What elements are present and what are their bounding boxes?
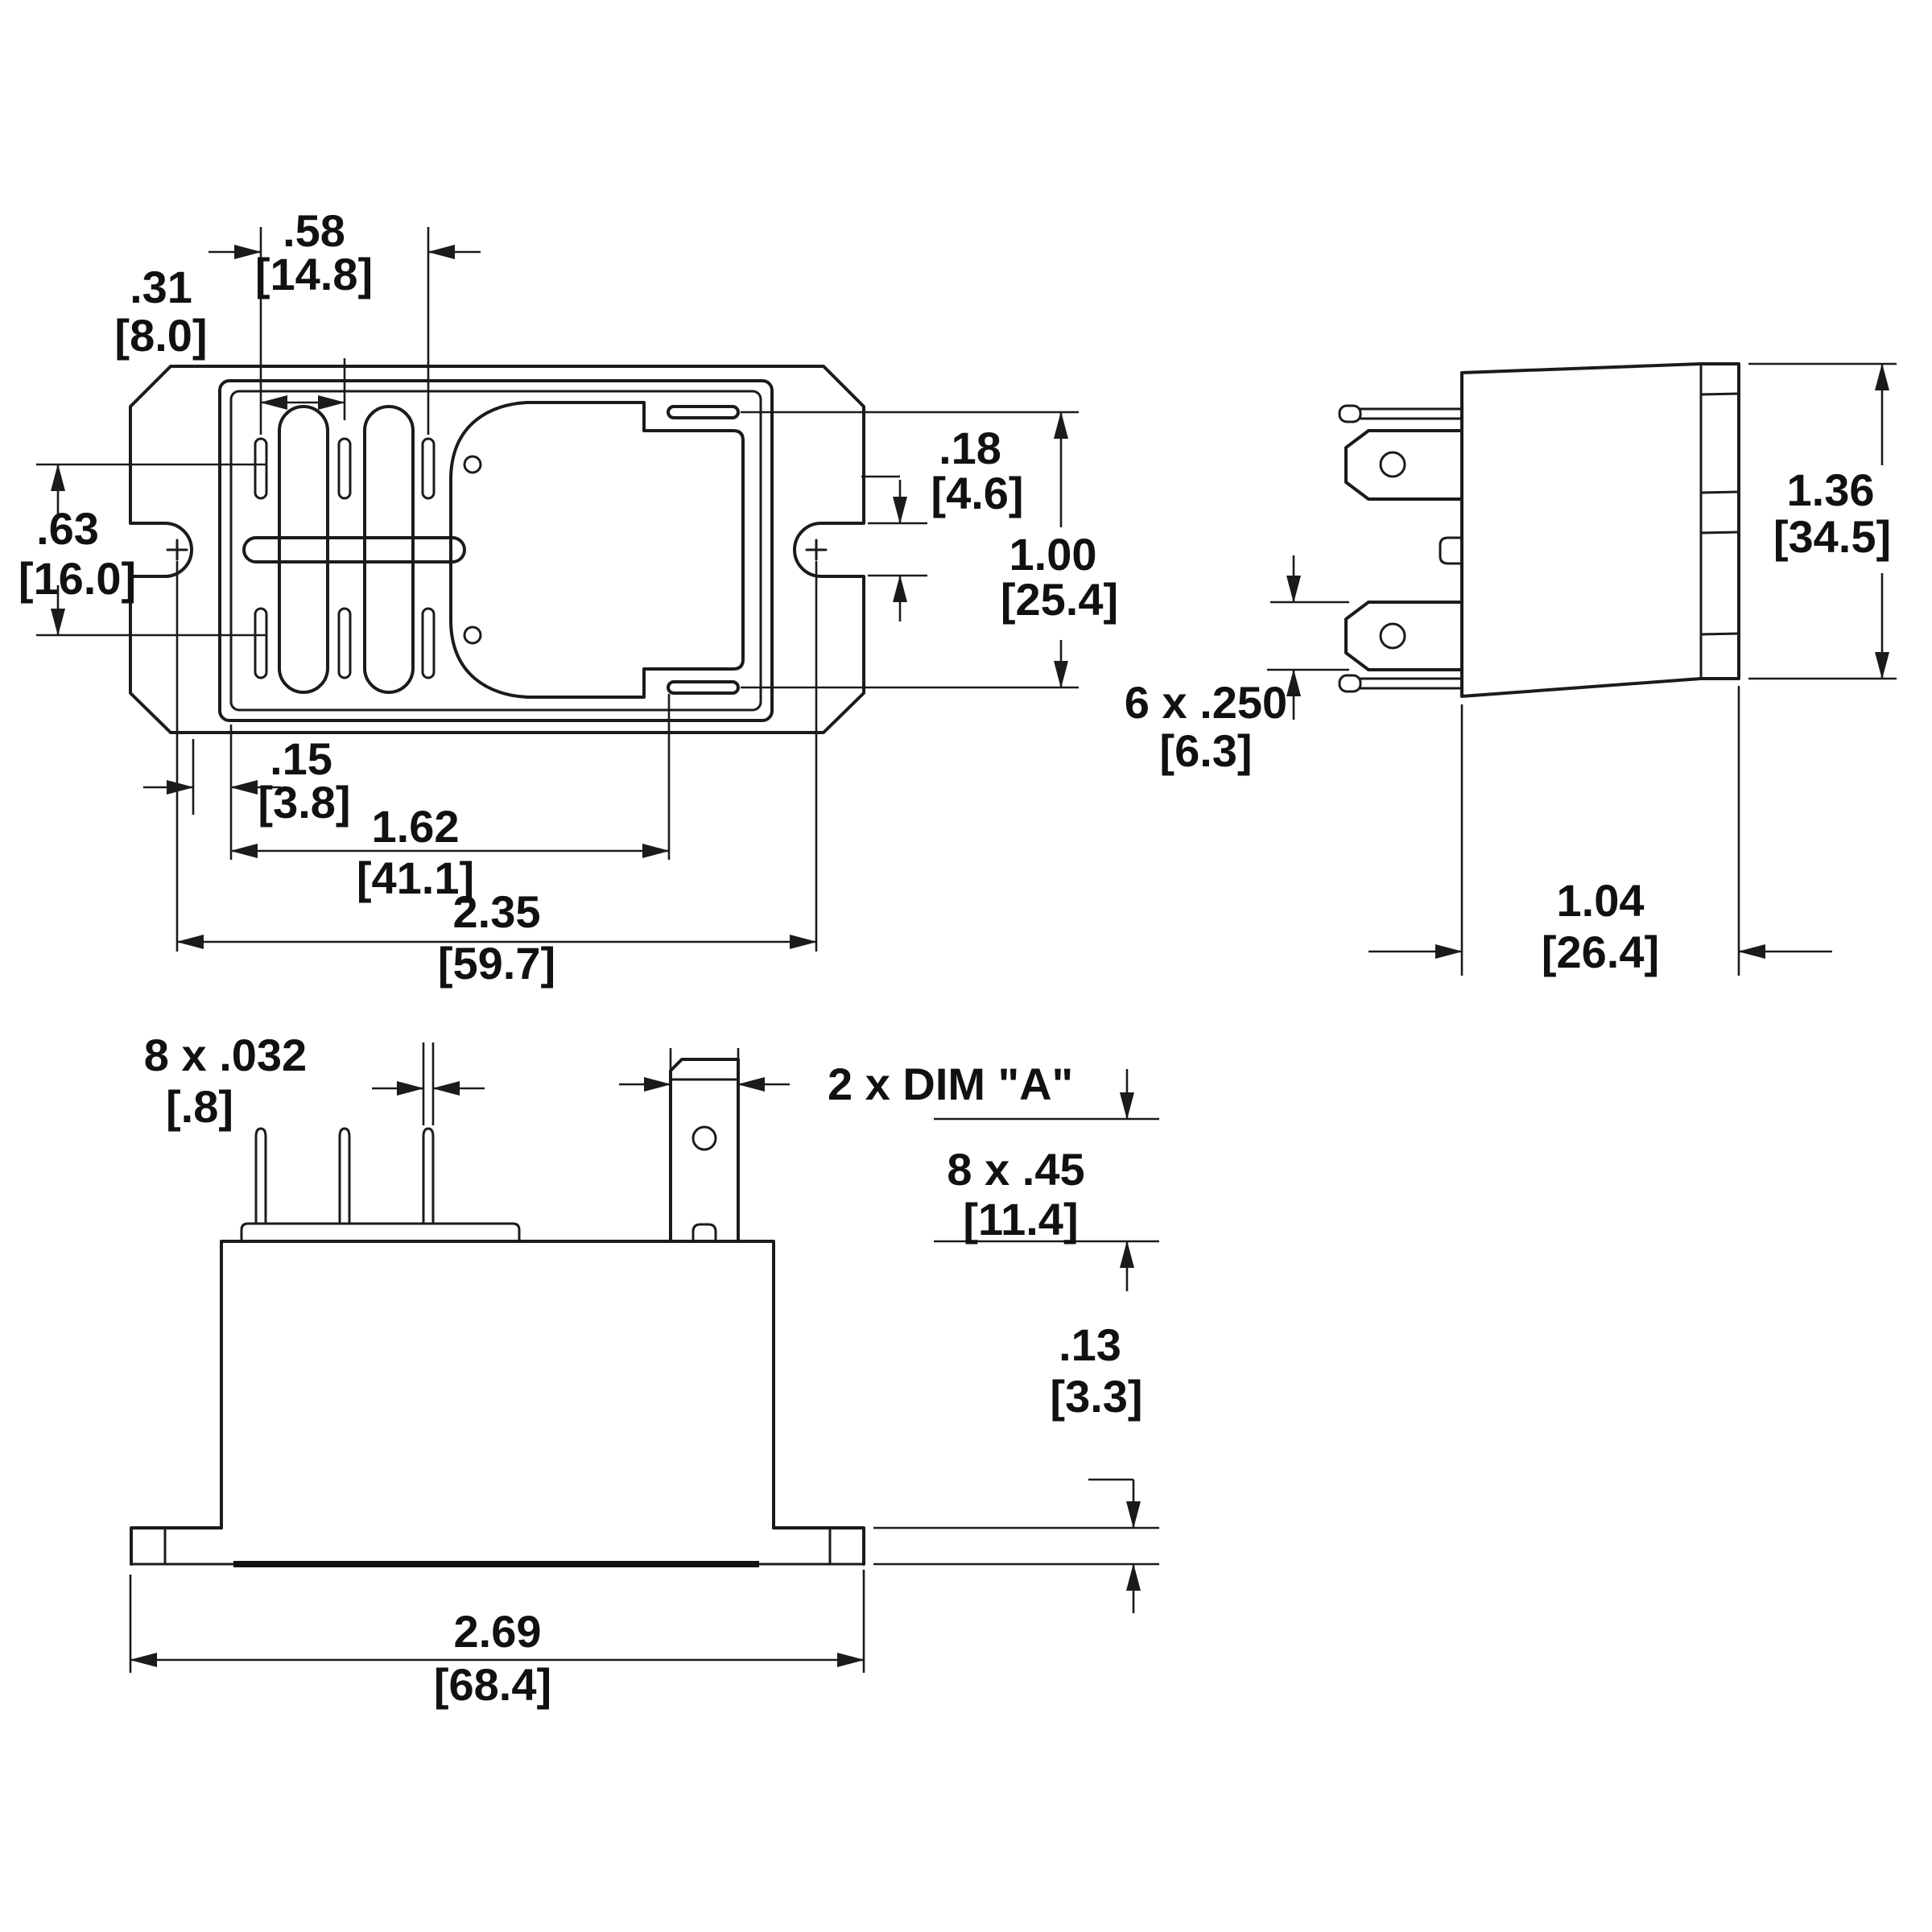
bottom-view-dimensions xyxy=(36,227,1079,952)
dim-slot-pitch: .31 xyxy=(130,262,192,312)
dim-slot-rows: 1.00 xyxy=(1009,529,1097,580)
side-body-outline xyxy=(1460,362,1740,698)
mounting-base xyxy=(130,1526,865,1567)
dim-blade-width-mm: [6.3] xyxy=(1159,725,1252,776)
dim-flange-notch-mm: [4.6] xyxy=(931,468,1023,518)
dim-flange-thickness-mm: [3.3] xyxy=(1050,1371,1142,1422)
dim-pin-thickness: 8 x .032 xyxy=(144,1030,307,1080)
dim-slot-pitch-mm: [8.0] xyxy=(114,310,207,361)
pin-slots xyxy=(254,437,436,679)
right-keyhole-center-mark xyxy=(805,539,828,561)
dim-slot-rows-mm: [25.4] xyxy=(1001,574,1118,625)
dim-rivet-spacing-mm: [16.0] xyxy=(19,553,136,604)
case-outline-inner xyxy=(229,390,762,712)
left-keyhole-center-mark xyxy=(166,539,188,561)
dim-flange-notch: .18 xyxy=(939,423,1001,473)
dim-mount-centers-mm: [59.7] xyxy=(438,938,555,989)
dim-blade-width: 6 x .250 xyxy=(1125,677,1287,728)
rivet-hole-bottom xyxy=(463,625,482,645)
side-lower-blade xyxy=(1344,601,1463,671)
pin-plateau xyxy=(240,1222,521,1243)
dim-rivet-spacing: .63 xyxy=(36,503,99,554)
dim-overall-width-mm: [68.4] xyxy=(434,1659,551,1710)
dim-terminal-length-mm: [11.4] xyxy=(963,1194,1078,1245)
side-middle-tab xyxy=(1439,536,1463,565)
dim-wall-offset: .15 xyxy=(270,733,332,784)
dim-slot-span: .58 xyxy=(283,205,345,256)
vent-slot-2 xyxy=(363,405,415,694)
dim-mount-centers: 2.35 xyxy=(453,886,541,937)
front-body-outline xyxy=(220,1240,775,1530)
dim-wall-offset-mm: [3.8] xyxy=(258,777,350,828)
dim-body-height-mm: [34.5] xyxy=(1773,511,1891,562)
front-blade-hole xyxy=(691,1125,717,1151)
vent-slot-1 xyxy=(278,405,329,694)
blade-slot-top xyxy=(667,405,740,419)
front-blade-terminal xyxy=(669,1058,740,1243)
blade-slot-bottom xyxy=(667,680,740,695)
cross-bar xyxy=(242,536,466,564)
side-view-dimensions xyxy=(1267,362,1897,976)
dim-pin-thickness-mm: [.8] xyxy=(166,1081,233,1132)
dim-flange-thickness: .13 xyxy=(1059,1319,1121,1370)
dim-blade-dim-a: 2 x DIM "A" xyxy=(828,1059,1073,1109)
lower-blade-hole xyxy=(1379,622,1406,650)
front-blade-notch xyxy=(691,1223,717,1243)
dim-slot-to-slot: 1.62 xyxy=(372,801,460,852)
front-view: 8 x .032 [.8] 2 x DIM "A" 8 x .45 [11.4]… xyxy=(129,1030,1159,1710)
cover-plate-outline xyxy=(449,401,745,699)
rivet-hole-top xyxy=(463,455,482,474)
dim-body-depth-mm: [26.4] xyxy=(1542,927,1659,977)
side-top-pin xyxy=(1338,404,1463,423)
mounting-plate-outline xyxy=(129,365,865,734)
mounting-bracket-edge xyxy=(1699,362,1740,680)
dim-terminal-length: 8 x .45 xyxy=(947,1144,1084,1195)
upper-blade-hole xyxy=(1379,451,1406,478)
front-view-dimensions xyxy=(129,1042,1159,1673)
front-coil-pins xyxy=(254,1127,435,1225)
side-upper-blade xyxy=(1344,429,1463,501)
dim-body-depth: 1.04 xyxy=(1557,875,1645,926)
dim-overall-width: 2.69 xyxy=(454,1606,542,1657)
dim-slot-span-mm: [14.8] xyxy=(255,249,373,299)
bottom-view: .58 [14.8] .31 [8.0] .63 [16.0] .18 [4.6… xyxy=(19,205,1118,989)
case-outline-outer xyxy=(218,379,774,722)
dim-body-height: 1.36 xyxy=(1787,464,1875,515)
dim-slot-to-slot-mm: [41.1] xyxy=(357,852,474,903)
side-bottom-pin xyxy=(1338,674,1463,693)
side-view: 6 x .250 [6.3] 1.36 [34.5] 1.04 [26.4] xyxy=(1125,362,1897,977)
